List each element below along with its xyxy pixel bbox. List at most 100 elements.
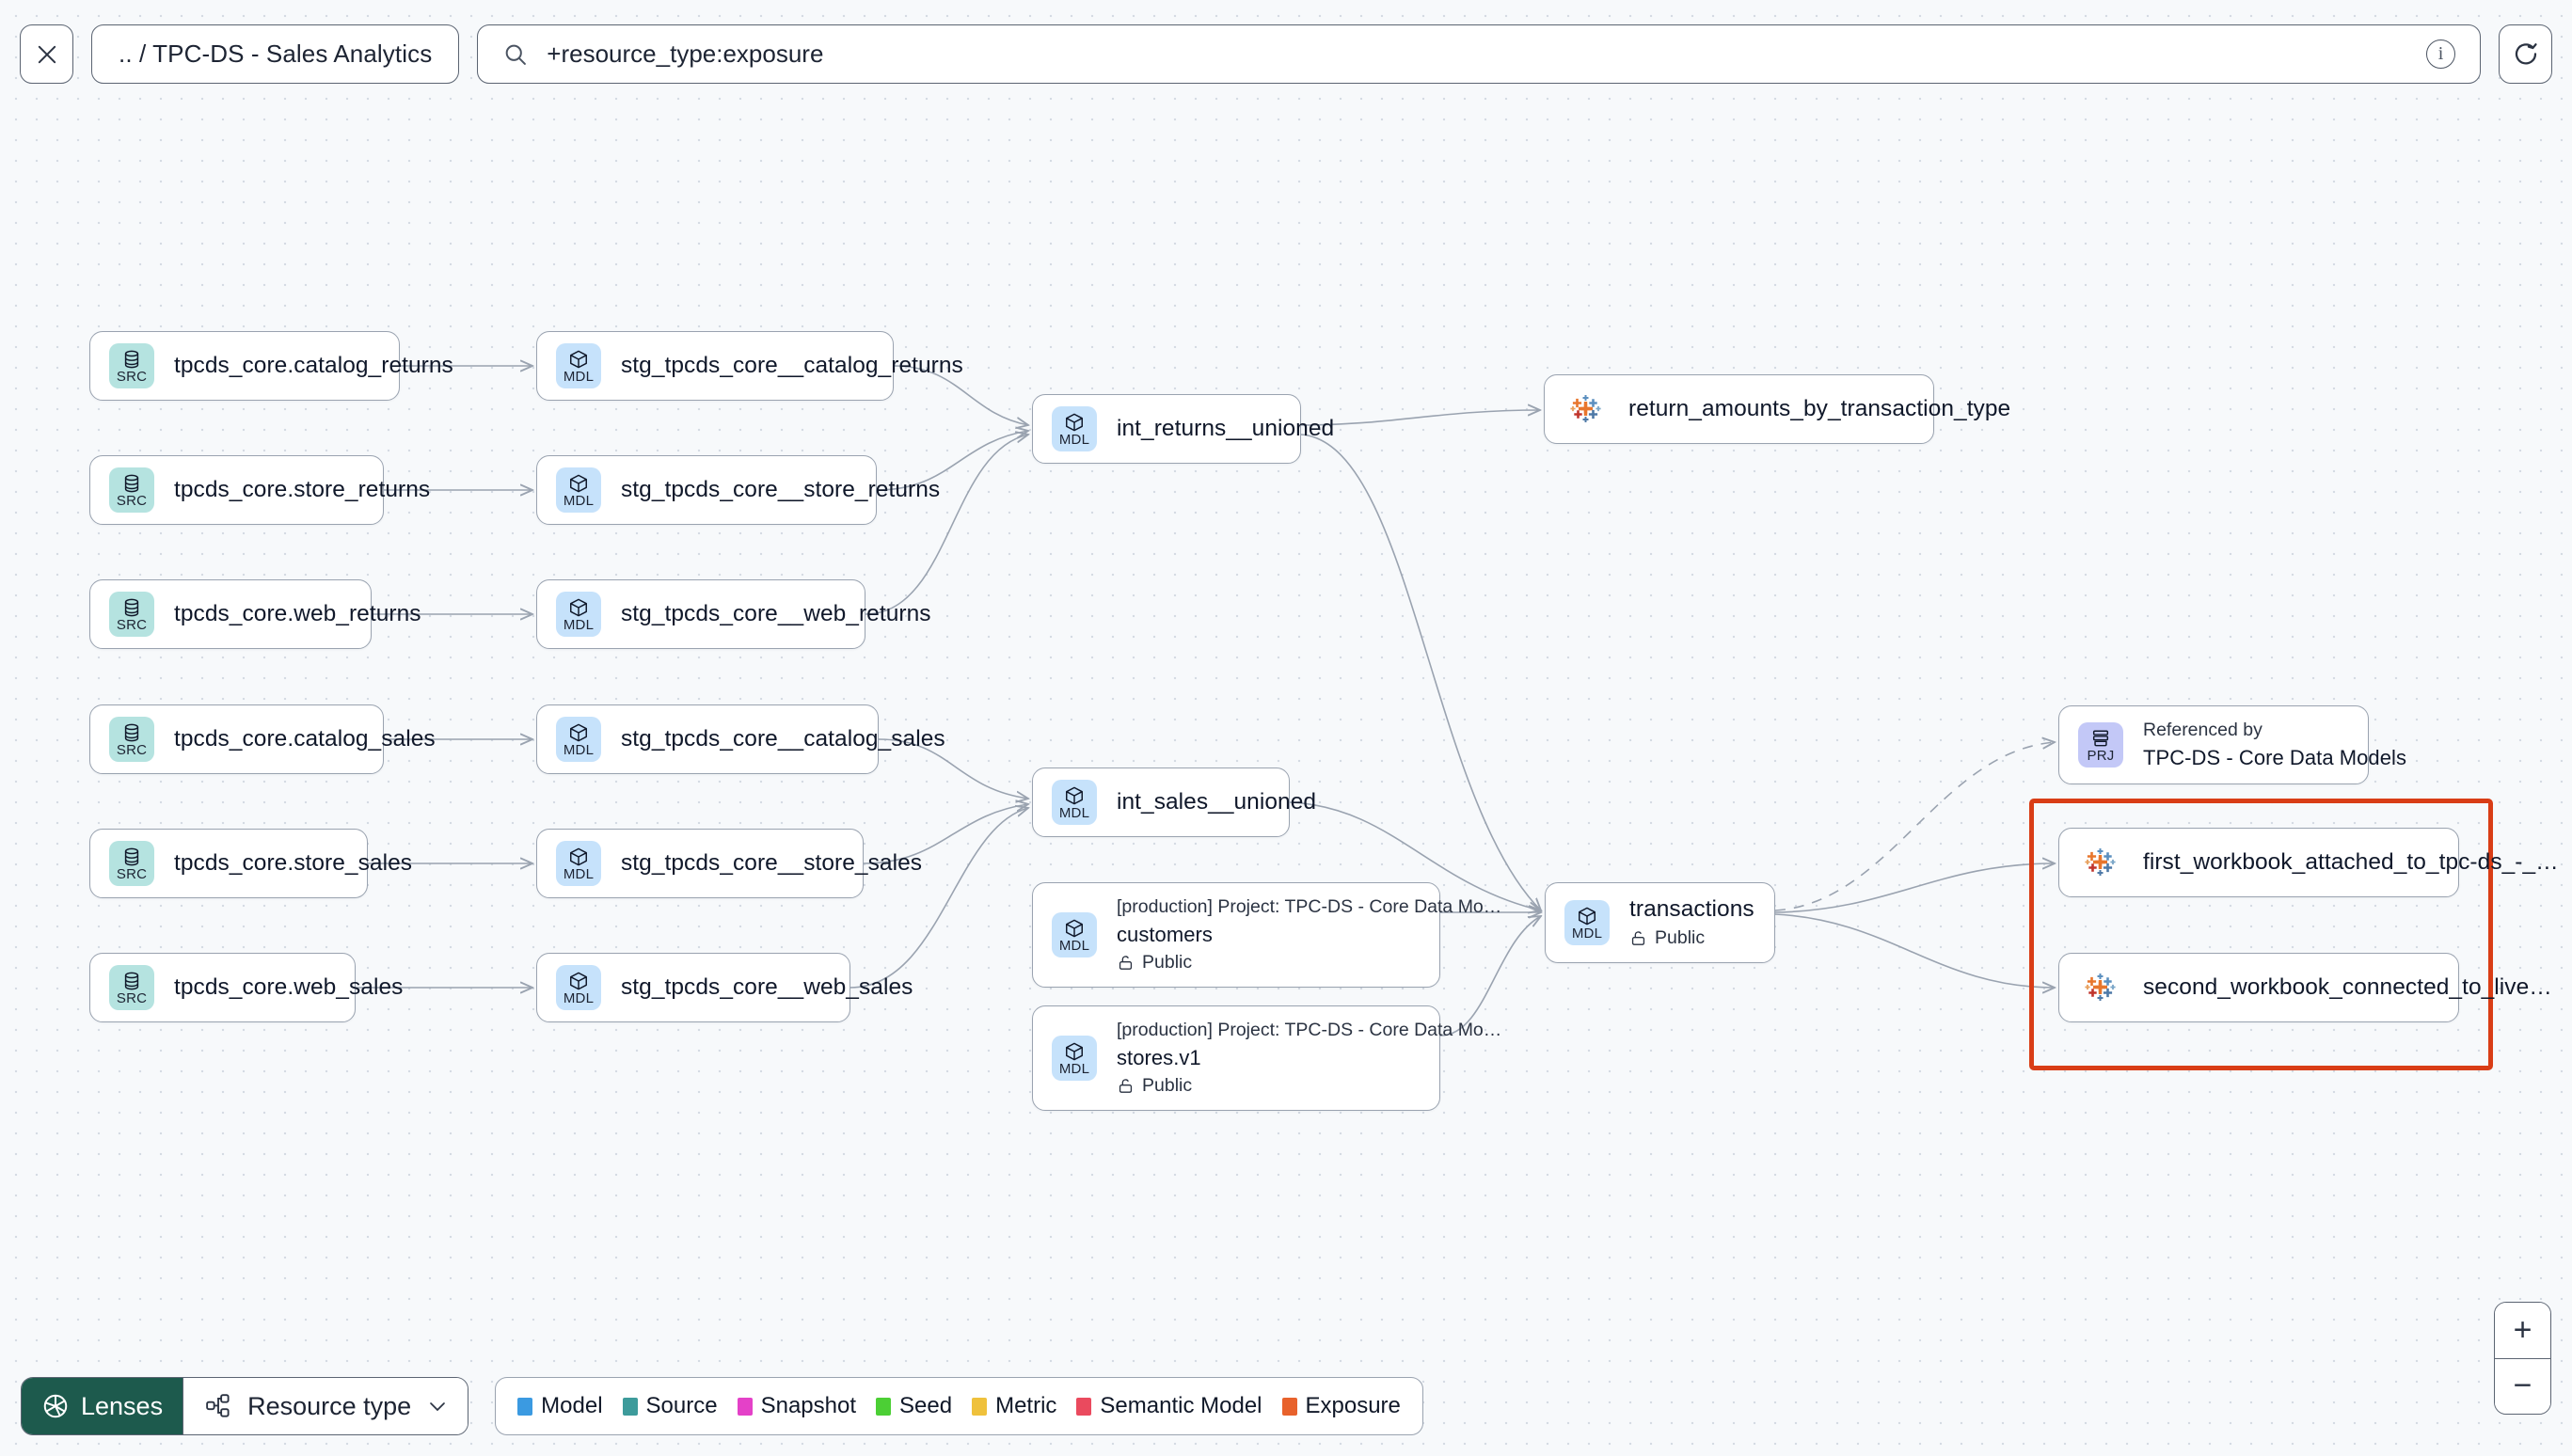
cube-icon — [1066, 1042, 1083, 1061]
node-text-stack: int_sales__unioned — [1117, 789, 1316, 815]
top-toolbar: .. / TPC-DS - Sales Analytics i — [0, 0, 2572, 108]
legend-item-source[interactable]: Source — [622, 1393, 718, 1419]
legend-item-seed[interactable]: Seed — [876, 1393, 952, 1419]
legend-item-exposure[interactable]: Exposure — [1281, 1393, 1401, 1419]
node-badge-code: SRC — [116, 866, 148, 882]
graph-node-src_store_sales[interactable]: SRC tpcds_core.store_sales — [89, 829, 412, 898]
node-visibility-label: Public — [1142, 952, 1193, 973]
refresh-icon — [2515, 42, 2537, 64]
refresh-button[interactable] — [2499, 24, 2552, 84]
info-icon[interactable]: i — [2426, 40, 2455, 69]
cube-icon — [570, 723, 587, 742]
legend-label: Model — [541, 1393, 603, 1418]
node-badge-tableau-icon — [1564, 387, 1609, 432]
cube-icon — [570, 972, 587, 990]
graph-node-second_workbook[interactable]: second_workbook_connected_to_live… — [2058, 953, 2552, 1022]
node-badge-code: MDL — [1058, 432, 1090, 448]
lenses-button[interactable]: Lenses — [22, 1378, 183, 1434]
node-text-stack: int_returns__unioned — [1117, 416, 1334, 442]
close-button[interactable] — [20, 24, 73, 84]
tableau-icon — [2085, 973, 2116, 1001]
node-text-stack: second_workbook_connected_to_live… — [2143, 974, 2552, 1001]
zoom-out-button[interactable]: − — [2495, 1357, 2550, 1414]
graph-node-first_workbook[interactable]: first_workbook_attached_to_tpc-ds_-_… — [2058, 828, 2559, 897]
close-icon — [38, 45, 56, 63]
node-badge-code: MDL — [563, 742, 595, 758]
archive-icon — [2092, 730, 2109, 747]
graph-node-customers[interactable]: MDL [production] Project: TPC-DS - Core D… — [1032, 882, 1501, 988]
node-title: int_returns__unioned — [1117, 416, 1335, 441]
legend-swatch — [972, 1397, 988, 1416]
graph-node-int_returns_unioned[interactable]: MDL int_returns__unioned — [1032, 394, 1334, 464]
legend-swatch — [1076, 1397, 1092, 1416]
legend-item-semantic-model[interactable]: Semantic Model — [1076, 1393, 1262, 1419]
search-input[interactable] — [547, 40, 2408, 69]
node-badge-code: MDL — [1058, 1061, 1090, 1077]
node-badge-code: MDL — [1058, 938, 1090, 954]
node-badge-cube-icon: MDL — [556, 592, 601, 637]
cube-icon — [570, 350, 587, 369]
lock-open-icon — [1631, 931, 1645, 945]
cube-icon — [1066, 413, 1083, 432]
chevron-down-icon — [430, 1402, 446, 1412]
legend-item-snapshot[interactable]: Snapshot — [737, 1393, 856, 1419]
node-text-stack: tpcds_core.store_returns — [174, 477, 430, 503]
graph-node-int_sales_unioned[interactable]: MDL int_sales__unioned — [1032, 768, 1316, 837]
node-title: stg_tpcds_core__store_sales — [621, 850, 923, 876]
node-badge-cube-icon: MDL — [1052, 912, 1097, 957]
breadcrumb[interactable]: .. / TPC-DS - Sales Analytics — [91, 24, 460, 84]
legend-label: Seed — [899, 1393, 953, 1418]
lens-aperture-icon — [43, 1394, 68, 1418]
database-icon — [124, 598, 139, 617]
graph-node-stg_web_returns[interactable]: MDL stg_tpcds_core__web_returns — [536, 579, 931, 649]
node-visibility-label: Public — [1655, 927, 1706, 948]
node-badge-archive-icon: PRJ — [2078, 722, 2123, 768]
resource-type-dropdown[interactable]: Resource type — [183, 1378, 468, 1434]
node-badge-code: SRC — [116, 990, 148, 1006]
node-text-stack: stg_tpcds_core__store_returns — [621, 477, 940, 503]
node-badge-database-icon: SRC — [109, 717, 154, 762]
legend-swatch — [622, 1397, 638, 1416]
database-icon — [124, 847, 139, 866]
node-badge-code: MDL — [1058, 805, 1090, 821]
legend-item-metric[interactable]: Metric — [972, 1393, 1056, 1419]
node-subtitle: [production] Project: TPC-DS - Core Data… — [1117, 1020, 1502, 1040]
node-badge-code: SRC — [116, 742, 148, 758]
info-icon-label: i — [2437, 43, 2444, 64]
zoom-in-button[interactable]: + — [2495, 1303, 2550, 1358]
node-text-stack: stg_tpcds_core__catalog_returns — [621, 353, 963, 379]
node-text-stack: tpcds_core.store_sales — [174, 850, 412, 877]
legend-swatch — [517, 1397, 533, 1416]
node-visibility-badge: Public — [1117, 952, 1501, 973]
search-bar[interactable]: i — [477, 24, 2481, 84]
node-title: first_workbook_attached_to_tpc-ds_-_… — [2143, 849, 2559, 875]
node-text-stack: return_amounts_by_transaction_type — [1628, 396, 2010, 422]
node-subtitle: Referenced by — [2143, 720, 2262, 740]
cube-icon — [1066, 786, 1083, 805]
node-title: stores.v1 — [1117, 1046, 1201, 1069]
node-subtitle: [production] Project: TPC-DS - Core Data… — [1117, 896, 1502, 917]
graph-node-stores_v1[interactable]: MDL [production] Project: TPC-DS - Core D… — [1032, 1005, 1501, 1111]
legend-item-model[interactable]: Model — [517, 1393, 603, 1419]
graph-node-return_amounts[interactable]: return_amounts_by_transaction_type — [1544, 374, 2010, 444]
node-badge-cube-icon: MDL — [556, 965, 601, 1010]
node-title: stg_tpcds_core__store_returns — [621, 477, 941, 502]
node-title: stg_tpcds_core__web_returns — [621, 601, 931, 626]
node-title: second_workbook_connected_to_live… — [2143, 974, 2552, 1000]
lens-control-group: Lenses Resource type — [21, 1377, 469, 1435]
